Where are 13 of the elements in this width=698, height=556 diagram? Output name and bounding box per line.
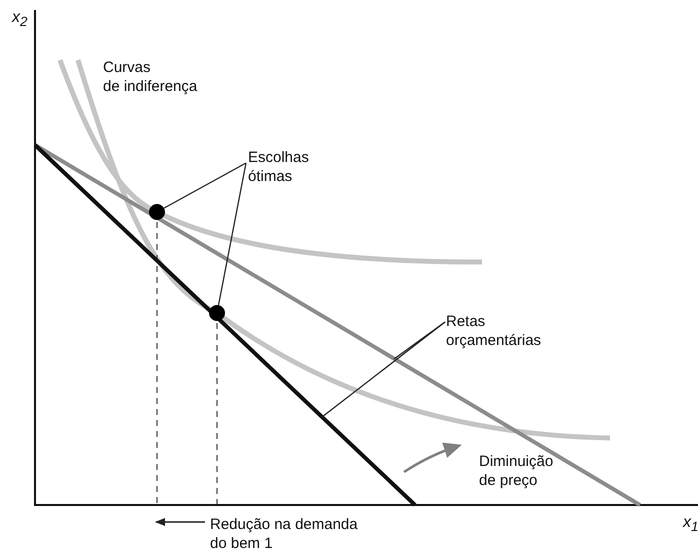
annotation-text: Curvas de indiferença: [103, 58, 198, 96]
optimal-point: [209, 305, 225, 321]
optimal-point: [149, 204, 165, 220]
axis-label: x$_{1}$: [683, 513, 698, 536]
leader-line: [164, 162, 246, 209]
annotation-text: Retas orçamentárias: [446, 312, 542, 350]
annotation-text: Diminuição de preço: [479, 452, 554, 490]
axis-label: x$_{2}$: [12, 8, 28, 32]
leader-line: [394, 322, 446, 360]
leader-line: [322, 322, 446, 418]
leader-line: [218, 162, 247, 306]
annotation-text: Redução na demanda do bem 1: [210, 515, 358, 553]
annotation-text: Escolhas ótimas: [248, 148, 309, 186]
